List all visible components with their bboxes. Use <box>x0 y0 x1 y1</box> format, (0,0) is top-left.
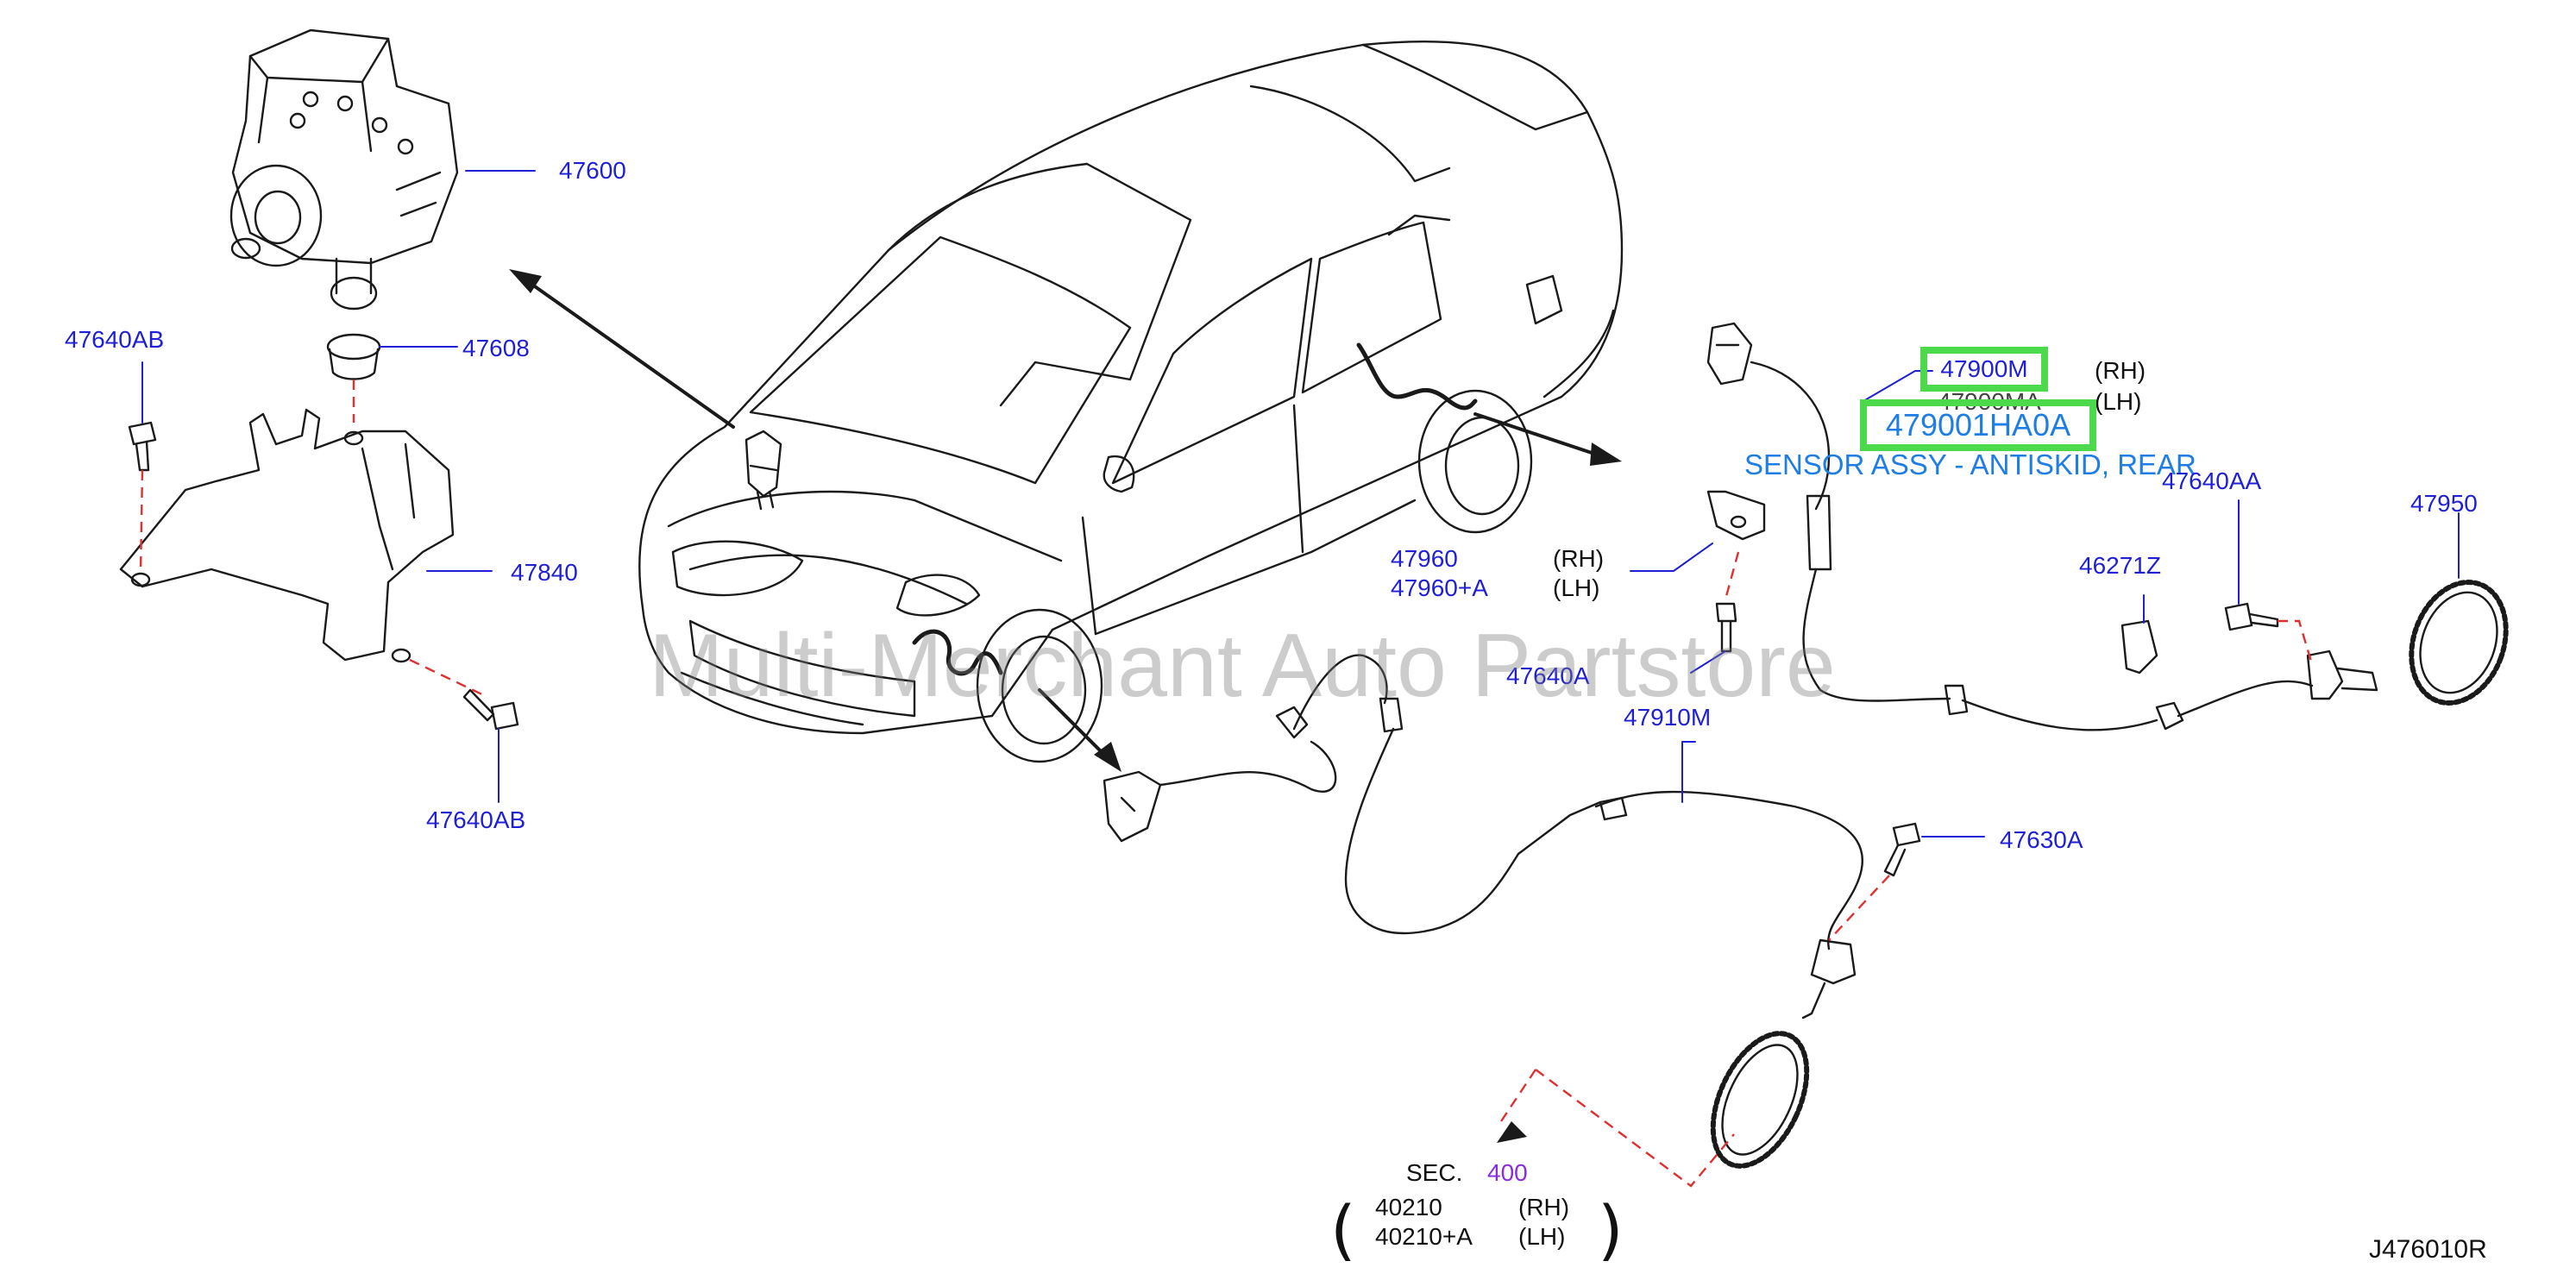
rear-tone-ring-47950 <box>2409 512 2509 706</box>
label-47900M: 47900M <box>1940 355 2028 382</box>
watermark: Multi-Merchant Auto Partstore <box>649 616 1836 716</box>
label-47900M-rh: (RH) <box>2095 357 2146 384</box>
label-47630A: 47630A <box>2000 826 2083 853</box>
bolt-47630A <box>1883 822 1985 877</box>
sensor-description: SENSOR ASSY - ANTISKID, REAR <box>1744 449 2196 480</box>
rear-sensor-47900m <box>1706 322 2378 731</box>
label-479001HA0A: 479001HA0A <box>1885 407 2071 442</box>
grommet-47608 <box>326 333 458 380</box>
label-47608: 47608 <box>462 335 530 361</box>
bolt-47640AA <box>2224 499 2279 631</box>
label-46271Z: 46271Z <box>2079 552 2161 579</box>
label-40210-rh: (RH) <box>1518 1194 1570 1220</box>
label-sec-400[interactable]: 400 <box>1487 1159 1528 1186</box>
paren-open: ( <box>1330 1191 1356 1268</box>
highlight-47900M[interactable]: 47900M <box>1920 347 2048 392</box>
label-47960-rh: (RH) <box>1553 545 1605 572</box>
label-47950: 47950 <box>2410 490 2478 517</box>
bolt-47640AB-bottom <box>462 688 519 803</box>
label-47960A: 47960+A <box>1391 574 1488 601</box>
bracket-47960 <box>1630 490 1766 572</box>
bracket-47840 <box>119 408 493 663</box>
label-47840: 47840 <box>511 559 578 586</box>
bolt-47640A <box>1690 602 1737 674</box>
label-47960A-lh: (LH) <box>1553 574 1600 601</box>
abs-actuator-47600 <box>229 28 536 311</box>
label-47600: 47600 <box>559 157 626 184</box>
label-40210A-lh: (LH) <box>1518 1223 1566 1250</box>
highlight-479001HA0A[interactable]: 479001HA0A <box>1860 399 2096 451</box>
front-sensor-47910m <box>1103 654 1863 1020</box>
label-47640AB-bottom: 47640AB <box>426 806 526 833</box>
label-47640AA: 47640AA <box>2162 467 2262 494</box>
bolt-47640AB-top <box>128 361 157 472</box>
label-47910M: 47910M <box>1624 704 1712 731</box>
clip-46271Z <box>2120 594 2158 675</box>
label-47900MA-lh: (LH) <box>2095 388 2142 415</box>
label-sec: SEC. <box>1406 1159 1463 1186</box>
label-47960: 47960 <box>1391 545 1458 572</box>
reference-code: J476010R <box>2369 1235 2487 1264</box>
paren-close: ) <box>1598 1191 1624 1268</box>
label-47640A: 47640A <box>1506 662 1590 689</box>
front-tone-ring <box>1710 1031 1810 1169</box>
label-47640AB-top: 47640AB <box>65 326 165 353</box>
dashed-guide-lines <box>139 380 2314 1188</box>
label-40210: 40210 <box>1375 1194 1442 1220</box>
label-40210A: 40210+A <box>1375 1223 1473 1250</box>
